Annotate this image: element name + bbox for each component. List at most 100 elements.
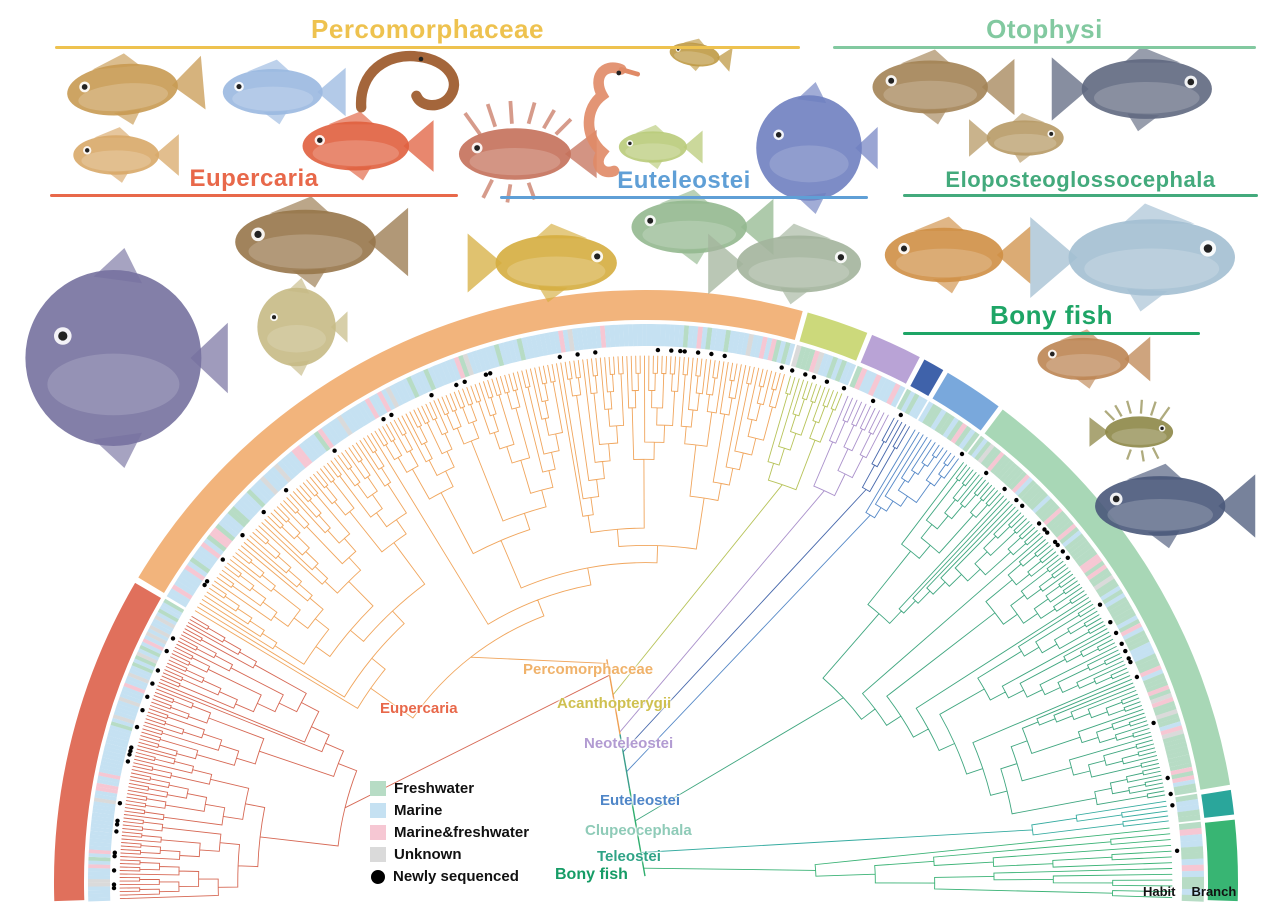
habit-ring-segment bbox=[609, 324, 616, 348]
tree-branches-non-teleost-bony-fish bbox=[643, 827, 1173, 898]
habit-ring-segment bbox=[682, 325, 690, 348]
habit-ring-segment bbox=[90, 827, 113, 833]
habit-ring-segment bbox=[94, 793, 117, 801]
habit-ring-segment bbox=[1181, 864, 1204, 872]
habit-ring-segment bbox=[444, 359, 458, 382]
habit-ring-segment bbox=[795, 346, 807, 369]
habit-ring-segment bbox=[1147, 684, 1170, 697]
habit-ring-segment bbox=[122, 685, 145, 698]
habit-ring-label: Habit bbox=[1143, 884, 1176, 899]
habit-ring-segment bbox=[97, 775, 120, 784]
clade-heading-text: Euteleostei bbox=[617, 167, 751, 194]
habit-ring-segment bbox=[1165, 745, 1189, 756]
habit-ring-segment bbox=[1069, 540, 1090, 557]
habit-ring-segment bbox=[95, 786, 118, 794]
newly-sequenced-dot bbox=[128, 748, 133, 754]
habit-ring-segment bbox=[117, 700, 140, 711]
newly-sequenced-dot bbox=[824, 379, 830, 384]
habit-ring-segment bbox=[799, 347, 811, 370]
habit-ring-segment bbox=[808, 350, 821, 373]
habit-ring-segment bbox=[475, 349, 487, 372]
habit-ring-segment bbox=[996, 459, 1015, 480]
fish-illustration-ocean-sunfish bbox=[25, 248, 228, 468]
clade-heading-percomorphaceae: Percomorphaceae bbox=[55, 14, 800, 45]
newly-sequenced-dot bbox=[127, 752, 132, 757]
habit-ring-segment bbox=[1173, 783, 1196, 792]
habit-ring-segment bbox=[723, 329, 732, 353]
habit-ring-segment bbox=[453, 356, 466, 379]
habit-ring-segment bbox=[821, 354, 834, 378]
catfish-brown-icon bbox=[872, 49, 1015, 125]
node-label-eupercaria: Eupercaria bbox=[380, 700, 458, 717]
gar-icon bbox=[1037, 329, 1151, 389]
habit-ring-segment bbox=[687, 325, 694, 348]
habit-ring-segment bbox=[877, 378, 892, 401]
habit-ring-segment bbox=[974, 441, 992, 461]
fish-illustration-threadfin-fish bbox=[222, 59, 346, 125]
habit-ring-segment bbox=[95, 790, 118, 798]
habit-ring-segment bbox=[1093, 574, 1115, 591]
habit-ring-segment bbox=[525, 336, 535, 359]
habit-ring-segment bbox=[1175, 793, 1198, 803]
habit-ring-segment bbox=[553, 331, 562, 354]
newly-sequenced-dot bbox=[984, 470, 989, 476]
newly-sequenced-dot bbox=[1097, 602, 1103, 607]
habit-ring-segment bbox=[758, 336, 768, 359]
habit-ring-segment bbox=[145, 631, 168, 645]
habit-ring-segment bbox=[325, 422, 342, 444]
newly-sequenced-dot bbox=[202, 582, 207, 588]
newly-sequenced-dot bbox=[155, 668, 161, 673]
newly-sequenced-dot bbox=[1002, 486, 1007, 492]
habit-ring-segment bbox=[498, 342, 509, 366]
habit-ring-segment bbox=[867, 374, 882, 397]
habit-ring-segment bbox=[1017, 480, 1037, 499]
newly-sequenced-dot bbox=[429, 393, 434, 398]
habit-ring-segment bbox=[791, 344, 802, 368]
legend-item-freshwater: Freshwater bbox=[370, 780, 529, 797]
habit-ring-segment bbox=[1139, 665, 1162, 678]
newly-sequenced-dot bbox=[1113, 630, 1119, 636]
habit-ring-segment bbox=[1141, 669, 1164, 682]
habit-ring-segment bbox=[88, 860, 111, 865]
habit-ring-segment bbox=[1074, 547, 1095, 564]
branch-and-habit-rings bbox=[53, 289, 1239, 902]
habit-ring-segment bbox=[1011, 474, 1030, 494]
habit-ring-segment bbox=[240, 495, 260, 515]
newly-sequenced-dot bbox=[1126, 656, 1131, 661]
habit-ring-segment bbox=[284, 454, 303, 474]
habit-ring-segment bbox=[89, 834, 112, 840]
habit-ring-segment bbox=[1118, 618, 1141, 633]
clade-heading-bony-fish: Bony fish bbox=[903, 300, 1200, 331]
newly-sequenced-dot bbox=[1065, 555, 1071, 560]
habit-ring-segment bbox=[1029, 492, 1049, 511]
habit-ring-segment bbox=[99, 768, 122, 777]
habit-ring-segment bbox=[103, 746, 127, 756]
newly-sequenced-dot bbox=[655, 347, 661, 353]
newly-sequenced-dot bbox=[557, 354, 562, 360]
habit-ring-segment bbox=[1158, 717, 1181, 728]
legend-swatch-marine-freshwater bbox=[370, 825, 386, 840]
habit-ring-segment bbox=[1110, 604, 1132, 619]
habit-ring-segment bbox=[558, 330, 566, 353]
habit-ring-segment bbox=[381, 388, 396, 411]
habit-ring-segment bbox=[1169, 762, 1192, 772]
habit-ring-segment bbox=[1032, 495, 1052, 514]
legend-item-newly-sequenced: Newly sequenced bbox=[370, 868, 529, 885]
habit-ring-segment bbox=[88, 893, 111, 898]
habit-ring-segment bbox=[804, 348, 816, 372]
habit-ring-segment bbox=[89, 845, 112, 851]
habit-ring-segment bbox=[967, 435, 985, 456]
newly-sequenced-dot bbox=[593, 350, 598, 355]
habit-ring-segment bbox=[287, 451, 306, 471]
habit-ring-segment bbox=[1008, 471, 1027, 491]
habit-ring-segment bbox=[90, 830, 113, 837]
habit-ring-segment bbox=[93, 797, 117, 805]
habit-ring-segment bbox=[930, 409, 947, 431]
clade-heading-text: Eloposteoglossocephala bbox=[945, 167, 1216, 192]
habit-ring-segment bbox=[718, 329, 727, 352]
newly-sequenced-dot bbox=[1165, 775, 1170, 781]
habit-ring-segment bbox=[156, 611, 178, 626]
habit-ring-segment bbox=[111, 717, 134, 728]
habit-ring-segment bbox=[189, 556, 211, 574]
fish-illustration-paradise-fish bbox=[884, 216, 1031, 294]
